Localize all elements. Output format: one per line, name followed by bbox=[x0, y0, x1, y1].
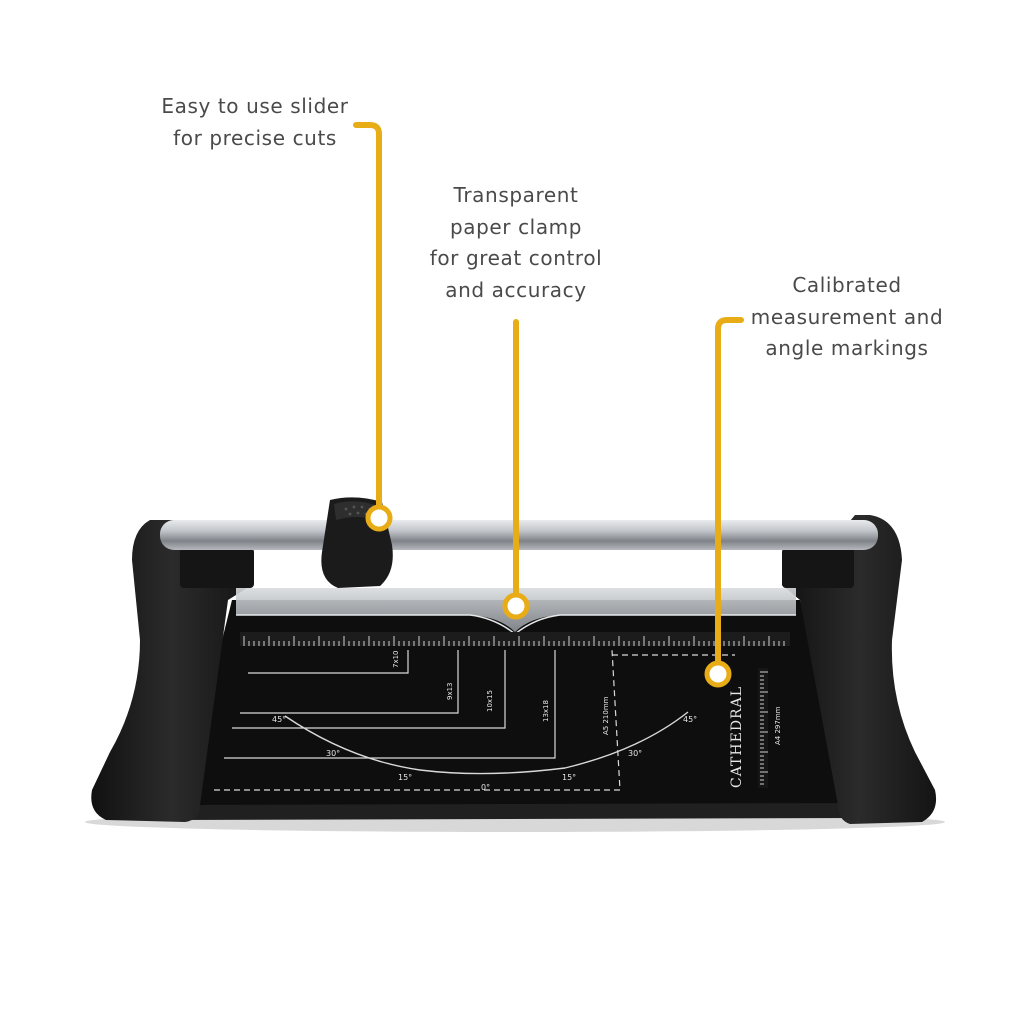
angle-label-right-15: 15° bbox=[562, 773, 576, 782]
base-front-lip bbox=[176, 803, 860, 820]
clamp-callout-line-1: Transparent bbox=[453, 183, 579, 207]
left-end-block bbox=[180, 548, 254, 588]
markings-callout-line-1: Calibrated bbox=[792, 273, 902, 297]
clamp-callout-line-4: and accuracy bbox=[445, 277, 587, 302]
top-ruler bbox=[240, 632, 790, 646]
right-end-block bbox=[782, 548, 854, 588]
clamp-callout-line-2: paper clamp bbox=[449, 214, 583, 239]
slider-callout-text: Easy to use slider for precise cuts bbox=[135, 91, 375, 154]
brand-logo: CATHEDRAL bbox=[729, 686, 745, 788]
left-end-cap bbox=[91, 520, 252, 822]
callout-connectors bbox=[353, 122, 744, 675]
clamp-marker bbox=[502, 592, 530, 620]
size-label-13x18: 13x18 bbox=[542, 700, 550, 722]
side-ruler-ticks bbox=[760, 671, 768, 785]
clamp-callout-line-3: for great control bbox=[429, 246, 603, 270]
size-label-7x10: 7x10 bbox=[392, 650, 400, 668]
size-label-a4: A4 297mm bbox=[774, 706, 782, 745]
angle-label-0: 0° bbox=[481, 783, 490, 792]
markings-callout-line-2: measurement and bbox=[750, 304, 944, 329]
size-label-9x13: 9x13 bbox=[446, 682, 454, 700]
angle-arc bbox=[284, 711, 689, 775]
angle-label-left-45: 45° bbox=[272, 715, 286, 724]
angle-label-left-30: 30° bbox=[326, 749, 340, 758]
markings-callout-text: Calibrated measurement and angle marking… bbox=[727, 270, 967, 365]
slider-connector-line bbox=[353, 122, 382, 519]
markings-connector-line bbox=[715, 317, 744, 675]
markings-callout-line-3: angle markings bbox=[765, 336, 929, 360]
right-end-cap bbox=[782, 515, 937, 824]
ruler-ticks bbox=[243, 636, 785, 646]
size-label-a5: A5 210mm bbox=[602, 696, 610, 735]
angle-label-right-45: 45° bbox=[683, 715, 697, 724]
callout-markers bbox=[365, 504, 732, 688]
slider-callout-line-2: for precise cuts bbox=[173, 125, 337, 150]
size-guide-lines bbox=[214, 649, 735, 791]
angle-label-right-30: 30° bbox=[628, 749, 642, 758]
slider-marker bbox=[365, 504, 393, 532]
angle-label-left-15: 15° bbox=[398, 773, 412, 782]
markings-marker bbox=[704, 660, 732, 688]
clamp-callout-text: Transparent paper clamp for great contro… bbox=[396, 180, 636, 306]
size-label-10x15: 10x15 bbox=[486, 690, 494, 712]
slider-callout-line-1: Easy to use slider bbox=[161, 94, 349, 118]
